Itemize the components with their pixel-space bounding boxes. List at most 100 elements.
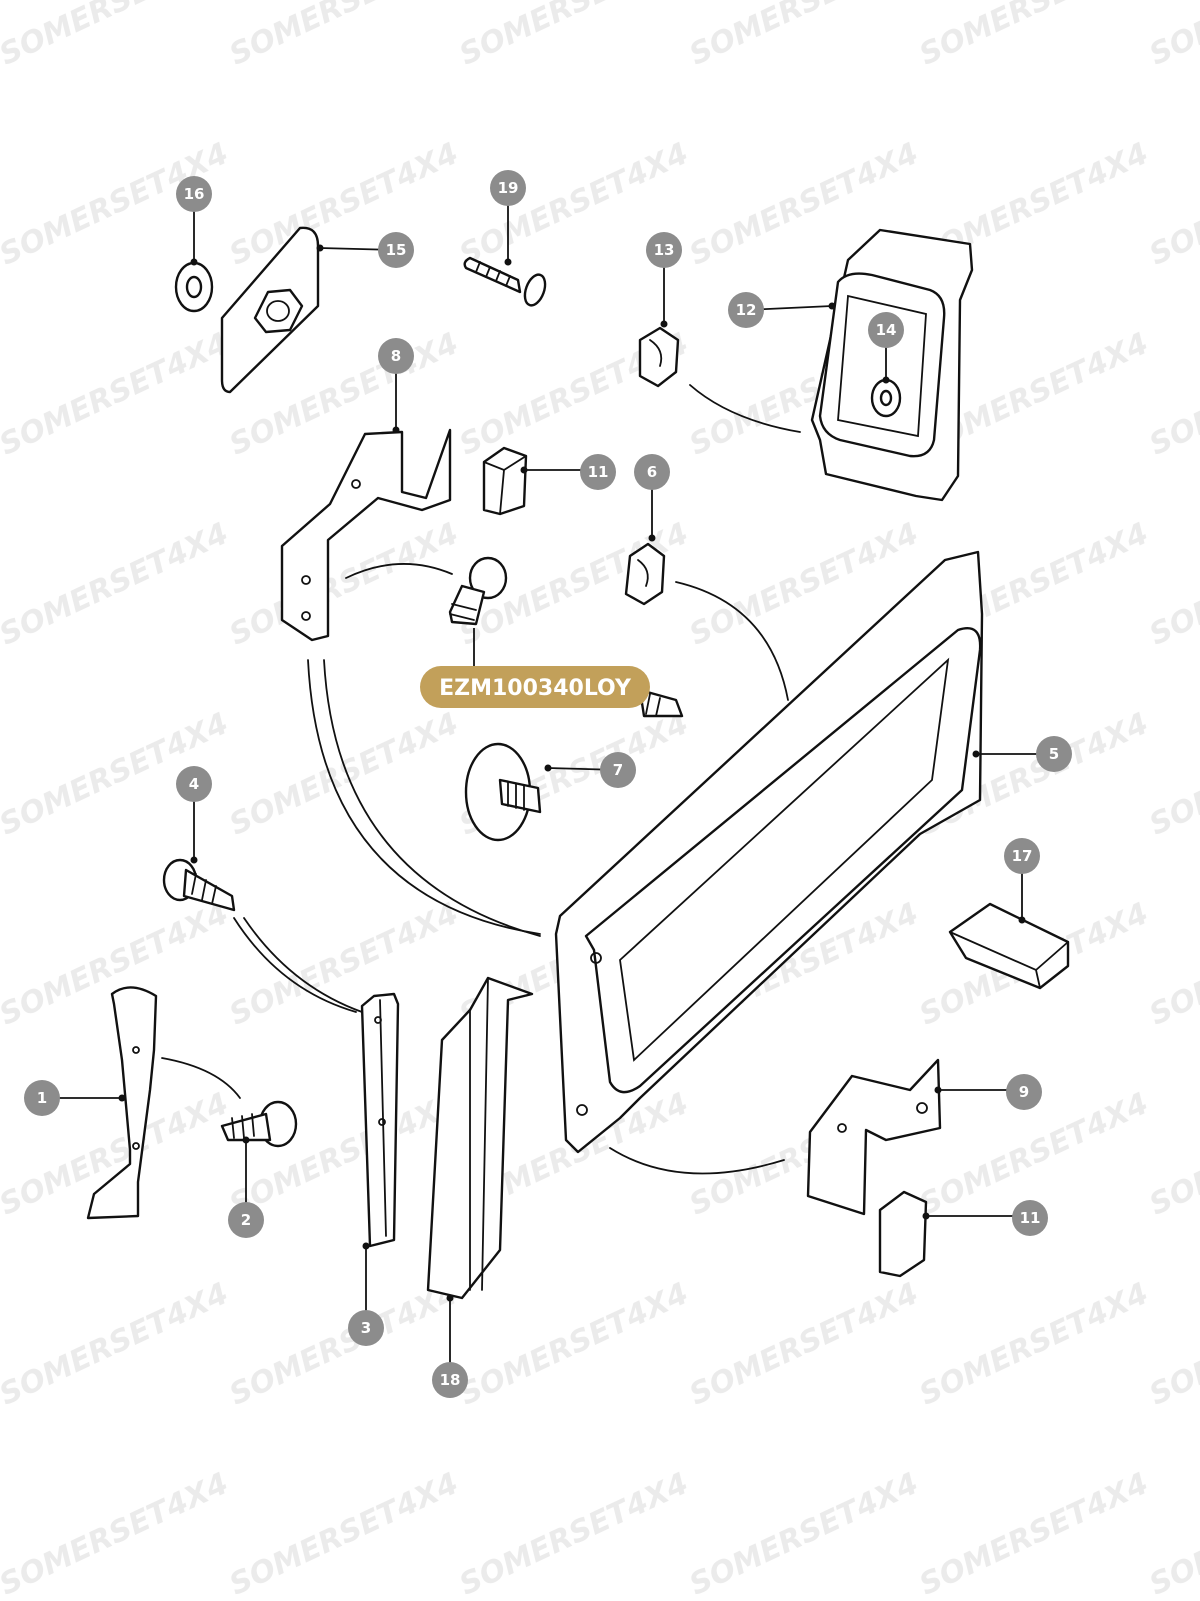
watermark-text: SOMERSET4X4 [454,1276,694,1413]
part-7-push-fastener [464,742,542,842]
watermark-text: SOMERSET4X4 [224,1086,464,1223]
callout-number: 16 [184,185,205,203]
callout-11a[interactable]: 11 [580,454,616,490]
callout-number: 13 [654,241,675,259]
callout-15[interactable]: 15 [378,232,414,268]
callout-16[interactable]: 16 [176,176,212,212]
callout-19[interactable]: 19 [490,170,526,206]
callout-18[interactable]: 18 [432,1362,468,1398]
callout-circle [378,338,414,374]
part-12-bezel [810,228,974,502]
watermark-text: SOMERSET4X4 [1144,326,1200,463]
callout-circle [432,1362,468,1398]
watermark-text: SOMERSET4X4 [224,136,464,273]
part-screw-behind-label [638,688,684,718]
watermark-text: SOMERSET4X4 [1144,516,1200,653]
callout-circle [176,176,212,212]
callout-circle [728,292,764,328]
callout-4[interactable]: 4 [176,766,212,802]
callout-3[interactable]: 3 [348,1310,384,1346]
watermark-text: SOMERSET4X4 [1144,1466,1200,1601]
watermark-text: SOMERSET4X4 [0,1466,234,1601]
highlighted-part-number: EZM100340LOY [439,676,632,701]
callout-circle [228,1202,264,1238]
callout-17[interactable]: 17 [1004,838,1040,874]
callout-circle [24,1080,60,1116]
part-5-frame [554,550,984,1154]
part-15-nut-plate [220,226,320,394]
part-1-trim [86,986,158,1220]
part-18-channel [426,976,534,1300]
callout-1[interactable]: 1 [24,1080,60,1116]
watermark-text: SOMERSET4X4 [1144,1086,1200,1223]
callout-6[interactable]: 6 [634,454,670,490]
callout-number: 19 [498,179,519,197]
callout-number: 11 [588,463,609,481]
part-8-bracket [280,428,452,642]
watermark-text: SOMERSET4X4 [914,1276,1154,1413]
callout-number: 9 [1019,1083,1029,1101]
watermark-text: SOMERSET4X4 [1144,706,1200,843]
part-3-retaining-strip [360,992,400,1248]
callout-circle [868,312,904,348]
callout-number: 2 [241,1211,251,1229]
watermark-text: SOMERSET4X4 [224,516,464,653]
callout-number: 18 [440,1371,461,1389]
callout-8[interactable]: 8 [378,338,414,374]
part-ezm-screw [448,556,508,626]
callout-5[interactable]: 5 [1036,736,1072,772]
watermark-text: SOMERSET4X4 [1144,896,1200,1033]
part-9-bracket [806,1058,942,1216]
callout-11b[interactable]: 11 [1012,1200,1048,1236]
watermark-text: SOMERSET4X4 [454,1466,694,1601]
watermark-text: SOMERSET4X4 [684,1466,924,1601]
callout-number: 5 [1049,745,1059,763]
watermark-text: SOMERSET4X4 [0,516,234,653]
callout-circle [600,752,636,788]
watermark-text: SOMERSET4X4 [684,0,924,73]
part-13-clip [638,326,801,433]
callout-circle [634,454,670,490]
watermark-text: SOMERSET4X4 [914,1466,1154,1601]
callout-circle [1006,1074,1042,1110]
callout-9[interactable]: 9 [1006,1074,1042,1110]
callout-number: 4 [189,775,199,793]
watermark-text: SOMERSET4X4 [1144,0,1200,73]
part-6-clip [624,542,666,606]
highlighted-part-label[interactable]: EZM100340LOY [420,666,650,708]
callout-circle [490,170,526,206]
callout-14[interactable]: 14 [868,312,904,348]
assembly-arcs [161,563,789,1175]
watermark-text: SOMERSET4X4 [224,1466,464,1601]
part-19-screw [463,256,547,307]
callout-12[interactable]: 12 [728,292,764,328]
watermark-text: SOMERSET4X4 [0,1276,234,1413]
watermark-text: SOMERSET4X4 [224,706,464,843]
part-16-washer [174,261,214,313]
callout-13[interactable]: 13 [646,232,682,268]
callout-2[interactable]: 2 [228,1202,264,1238]
part-11-pad-lower [878,1190,928,1278]
part-4-screw [162,858,236,912]
callout-circle [176,766,212,802]
part-2-screw [220,1100,298,1148]
callout-number: 12 [736,301,757,319]
callout-circle [378,232,414,268]
part-17-end-cap [948,902,1070,990]
callout-number: 15 [386,241,407,259]
callout-7[interactable]: 7 [600,752,636,788]
watermark-text: SOMERSET4X4 [224,1276,464,1413]
callout-circle [646,232,682,268]
watermark-text: SOMERSET4X4 [684,1276,924,1413]
part-11-pad-upper [482,446,528,516]
callout-number: 8 [391,347,401,365]
watermark-text: SOMERSET4X4 [1144,1276,1200,1413]
watermark-text: SOMERSET4X4 [224,896,464,1033]
watermark-text: SOMERSET4X4 [0,326,234,463]
callout-number: 6 [647,463,657,481]
callout-number: 17 [1012,847,1033,865]
